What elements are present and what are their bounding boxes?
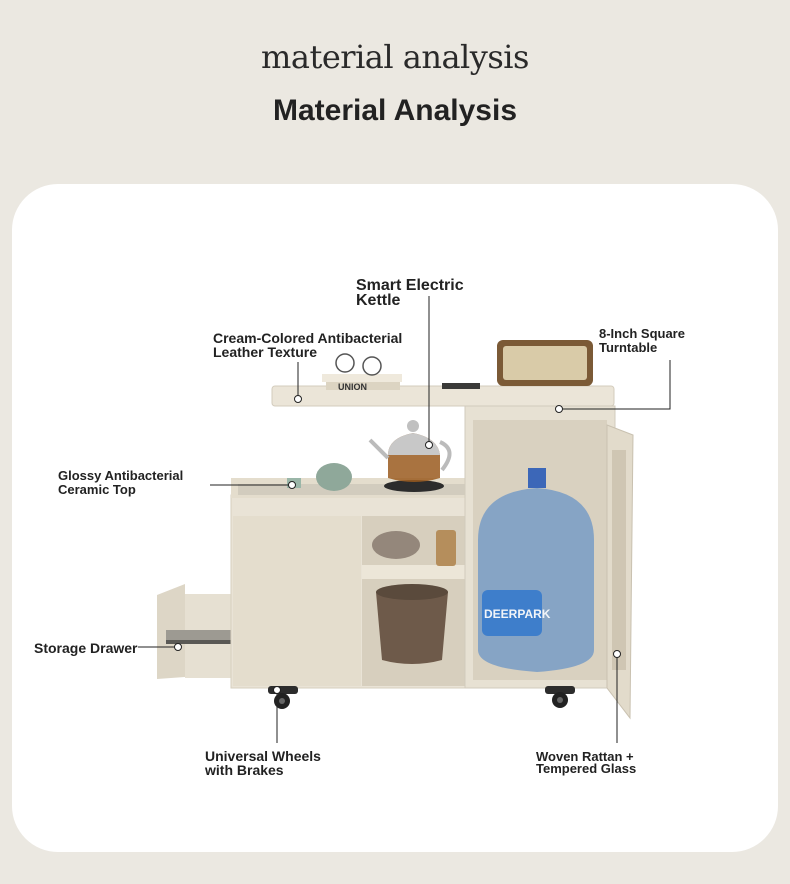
bottle-brand-text: DEERPARK (484, 607, 551, 621)
storage-drawer (157, 584, 233, 679)
drawer-label-line1: Storage Drawer (34, 640, 138, 656)
page-title: Material Analysis (273, 94, 517, 127)
callout-lines (138, 296, 671, 743)
rattan-label: Woven Rattan + Tempered Glass (536, 749, 637, 776)
ceramic-label-line1: Glossy Antibacterial (58, 468, 184, 483)
wheels-label-line1: Universal Wheels (205, 748, 321, 764)
callout-dots (174, 395, 621, 694)
script-title: material analysis (261, 38, 529, 76)
leather-label-line2: Leather Texture (213, 344, 317, 360)
kettle-label-line2: Kettle (356, 292, 401, 309)
leather-label-line1: Cream-Colored Antibacterial (213, 330, 403, 346)
wheels-label-line2: with Brakes (205, 762, 284, 778)
leather-label: Cream-Colored Antibacterial Leather Text… (213, 331, 402, 359)
water-bottle: DEERPARK (478, 468, 594, 672)
kettle-label: Smart Electric Kettle (356, 277, 464, 309)
ceramic-label: Glossy Antibacterial Ceramic Top (58, 469, 183, 497)
wheels (268, 686, 575, 709)
books: UNION (322, 353, 402, 392)
turntable-label: 8-Inch Square Turntable (599, 327, 685, 355)
rattan-label-line1: Woven Rattan + (536, 749, 634, 764)
rattan-label-line2: Tempered Glass (536, 761, 637, 776)
radio-speaker (497, 340, 593, 386)
shelf-items (372, 530, 456, 664)
top-shelf (271, 383, 615, 407)
book-text: UNION (338, 382, 367, 392)
drawer-label: Storage Drawer (34, 641, 137, 655)
wheels-label: Universal Wheels with Brakes (205, 749, 321, 777)
turntable-label-line2: Turntable (599, 340, 658, 355)
kettle-label-line1: Smart Electric (356, 277, 464, 294)
ceramic-label-line2: Ceramic Top (58, 482, 136, 497)
turntable-label-line1: 8-Inch Square (599, 326, 685, 341)
